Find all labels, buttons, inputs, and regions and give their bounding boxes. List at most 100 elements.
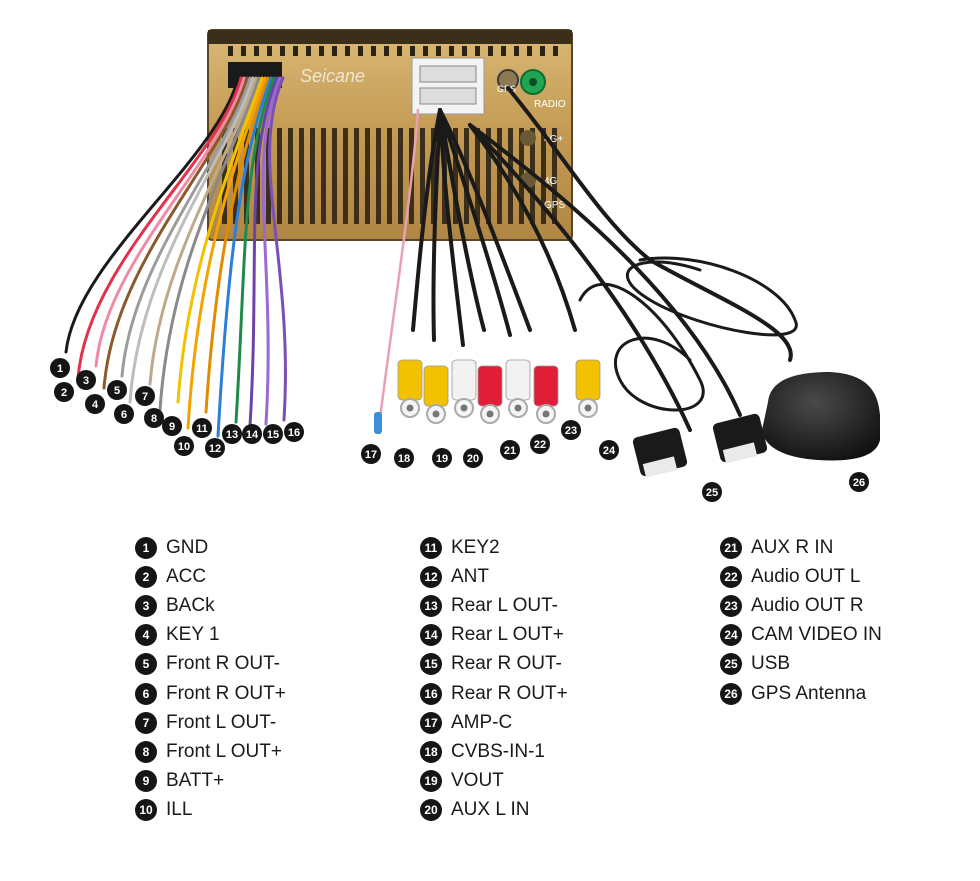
legend-number-badge: 14	[420, 624, 442, 647]
legend-item: 25 USB	[720, 650, 882, 679]
legend-item: 24 CAM VIDEO IN	[720, 621, 882, 650]
port-label-4g-plus: 4G+	[544, 134, 563, 145]
callout-badge	[144, 408, 164, 428]
usb-plug-1	[632, 427, 688, 478]
callout-number: 26	[853, 477, 865, 489]
legend-number-badge: 9	[135, 770, 157, 793]
port-label-gps-2: GPS	[544, 200, 565, 211]
callout-number: 1	[57, 363, 63, 375]
legend-number-badge: 22	[720, 565, 742, 588]
legend-number-badge: 26	[720, 682, 742, 705]
legend-label: Audio OUT R	[751, 594, 864, 616]
callout-badge	[85, 394, 105, 414]
callout-badge	[222, 424, 242, 444]
legend-number-badge: 2	[135, 565, 157, 588]
callout-number: 9	[169, 421, 175, 433]
callout-badge	[394, 448, 414, 468]
legend-label: AUX L IN	[451, 799, 530, 821]
callout-number: 18	[398, 453, 410, 465]
legend-label: ANT	[451, 565, 489, 587]
rca-plugs	[397, 359, 601, 424]
legend-label: AUX R IN	[751, 536, 834, 558]
callout-badge	[50, 358, 70, 378]
callout-number: 11	[196, 423, 208, 435]
legend-label: Front R OUT+	[166, 682, 286, 704]
legend-label: Front L OUT+	[166, 740, 282, 762]
legend-number-badge: 17	[420, 711, 442, 734]
callout-number: 8	[151, 413, 157, 425]
legend-number-badge: 16	[420, 682, 442, 705]
legend-label: Front R OUT-	[166, 653, 281, 675]
callout-number: 21	[504, 445, 516, 457]
legend-label: CAM VIDEO IN	[751, 624, 882, 646]
legend-label: KEY 1	[166, 624, 220, 646]
legend-number-badge: 18	[420, 740, 442, 763]
callout-number: 15	[267, 429, 279, 441]
av-cables	[378, 86, 798, 432]
legend-item: 3 BACk	[135, 591, 286, 620]
callout-number: 13	[226, 429, 238, 441]
callout-number: 20	[467, 453, 479, 465]
legend-number-badge: 6	[135, 682, 157, 705]
legend-number-badge: 8	[135, 740, 157, 763]
callout-badge	[114, 404, 134, 424]
legend-item: 12 ANT	[420, 562, 568, 591]
legend-number-badge: 15	[420, 653, 442, 676]
port-label-radio: RADIO	[534, 99, 566, 110]
legend-number-badge: 19	[420, 770, 442, 793]
callout-number: 6	[121, 409, 127, 421]
callout-badge	[192, 418, 212, 438]
4g-plus-port	[520, 130, 536, 146]
legend-number-badge: 23	[720, 594, 742, 617]
callout-number: 24	[603, 445, 616, 457]
legend-number-badge: 13	[420, 594, 442, 617]
wiring-diagram: Seicane GPS RADIO 4G+ 4G GPS 123	[50, 29, 880, 502]
legend-label: Audio OUT L	[751, 565, 861, 587]
callout-number: 17	[365, 449, 377, 461]
legend-label: VOUT	[451, 770, 504, 792]
callout-badge	[162, 416, 182, 436]
gps-antenna	[762, 372, 880, 461]
legend-label: Rear R OUT+	[451, 682, 568, 704]
legend-number-badge: 12	[420, 565, 442, 588]
legend-number-badge: 10	[135, 799, 157, 822]
legend-item: 18 CVBS-IN-1	[420, 737, 568, 766]
callout-badge	[284, 422, 304, 442]
callout-badge	[242, 424, 262, 444]
legend-label: USB	[751, 653, 791, 675]
legend-label: ILL	[166, 799, 193, 821]
legend-item: 10 ILL	[135, 796, 286, 825]
callout-number: 19	[436, 453, 448, 465]
legend-item: 21 AUX R IN	[720, 533, 882, 562]
callout-number: 12	[209, 443, 221, 455]
legend-item: 23 Audio OUT R	[720, 591, 882, 620]
legend-item: 22 Audio OUT L	[720, 562, 882, 591]
legend-number-badge: 25	[720, 653, 742, 676]
callout-badge	[361, 444, 381, 464]
callout-badge	[174, 436, 194, 456]
legend-number-badge: 21	[720, 536, 742, 559]
legend-number-badge: 3	[135, 594, 157, 617]
legend-label: BACk	[166, 594, 215, 616]
callout-badge	[205, 438, 225, 458]
callout-number: 10	[178, 441, 190, 453]
callout-number: 5	[114, 385, 120, 397]
callout-number: 14	[246, 429, 259, 441]
legend-label: AMP-C	[451, 711, 513, 733]
legend-number-badge: 24	[720, 624, 742, 647]
legend-label: CVBS-IN-1	[451, 740, 545, 762]
callout-badge	[849, 472, 869, 492]
callout-number: 4	[92, 399, 99, 411]
legend-item: 17 AMP-C	[420, 708, 568, 737]
callout-number: 3	[83, 375, 89, 387]
